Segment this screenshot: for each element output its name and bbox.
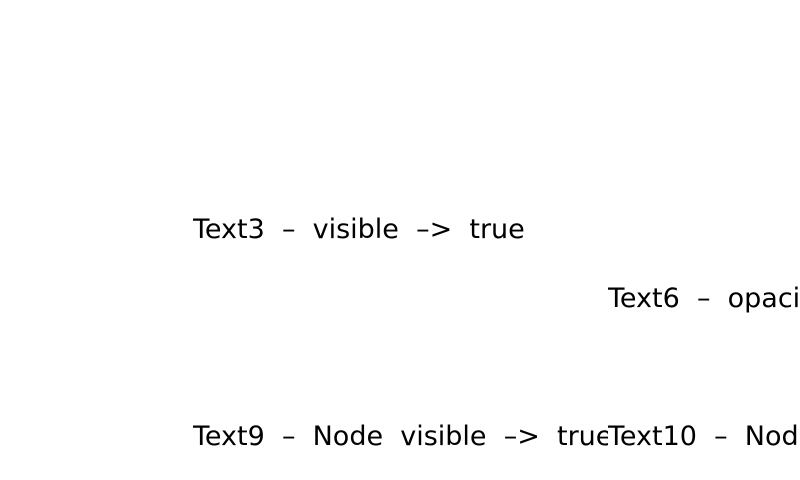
text-run-text11: Text11 – Node opacity –> 0.5 (193, 421, 608, 480)
text-run-text9: Text9 – Node visible –> true (193, 352, 608, 480)
text-run-text3: Text3 – visible –> true (193, 145, 608, 315)
text-run-label: Text6 – opacity –> 0.5 (608, 283, 800, 314)
text-run-label: Text3 – visible –> true (193, 214, 525, 245)
text-run-label: Text10 – Node opacity –> 1.0 (608, 421, 800, 452)
text-run-text10: Text10 – Node opacity –> 1.0 (608, 352, 800, 480)
text-run-text6: Text6 – opacity –> 0.5 (608, 214, 800, 384)
text-run-text12: Text12 – Node visible –> false (608, 421, 800, 480)
text-run-label: Text9 – Node visible –> true (193, 421, 608, 452)
